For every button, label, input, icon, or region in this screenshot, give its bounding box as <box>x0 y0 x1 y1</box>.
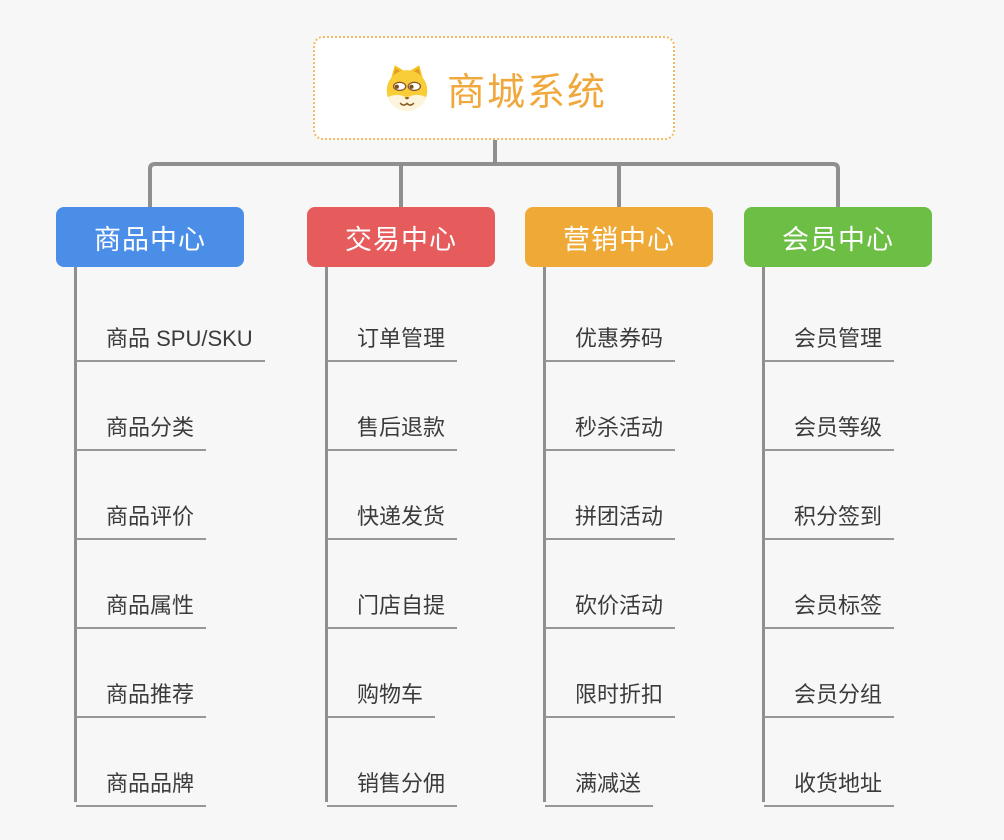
branch-marketing-center: 营销中心 优惠券码 秒杀活动 拼团活动 砍价活动 限时折扣 满减送 <box>525 207 713 807</box>
branch-children: 商品 SPU/SKU 商品分类 商品评价 商品属性 商品推荐 商品品牌 <box>74 267 265 807</box>
root-node[interactable]: 商城系统 <box>313 36 675 140</box>
mindmap-child-node[interactable]: 门店自提 <box>327 584 458 629</box>
mindmap-child-node[interactable]: 商品属性 <box>76 584 207 629</box>
mindmap-child-node[interactable]: 销售分佣 <box>327 762 458 807</box>
mindmap-child-node[interactable]: 商品 SPU/SKU <box>76 317 265 362</box>
root-title: 商城系统 <box>446 71 607 114</box>
mindmap-child-node[interactable]: 商品推荐 <box>76 673 207 718</box>
mindmap-child-node[interactable]: 积分签到 <box>764 495 895 540</box>
branch-member-center: 会员中心 会员管理 会员等级 积分签到 会员标签 会员分组 收货地址 <box>744 207 932 807</box>
mindmap-child-node[interactable]: 优惠券码 <box>545 317 676 362</box>
shiba-dog-icon <box>386 65 428 111</box>
mindmap-child-node[interactable]: 会员等级 <box>764 406 895 451</box>
branch-header-product-center[interactable]: 商品中心 <box>56 207 244 267</box>
mindmap-child-node[interactable]: 购物车 <box>327 673 436 718</box>
mindmap-child-node[interactable]: 会员分组 <box>764 673 895 718</box>
branch-header-trade-center[interactable]: 交易中心 <box>307 207 495 267</box>
mindmap-child-node[interactable]: 快递发货 <box>327 495 458 540</box>
branch-trade-center: 交易中心 订单管理 售后退款 快递发货 门店自提 购物车 销售分佣 <box>307 207 495 807</box>
mindmap-child-node[interactable]: 售后退款 <box>327 406 458 451</box>
branch-header-marketing-center[interactable]: 营销中心 <box>525 207 713 267</box>
mindmap-child-node[interactable]: 砍价活动 <box>545 584 676 629</box>
branch-children: 订单管理 售后退款 快递发货 门店自提 购物车 销售分佣 <box>325 267 458 807</box>
branch-product-center: 商品中心 商品 SPU/SKU 商品分类 商品评价 商品属性 商品推荐 商品品牌 <box>56 207 265 807</box>
mindmap-child-node[interactable]: 会员标签 <box>764 584 895 629</box>
mindmap-child-node[interactable]: 商品分类 <box>76 406 207 451</box>
mindmap-child-node[interactable]: 秒杀活动 <box>545 406 676 451</box>
mindmap-child-node[interactable]: 拼团活动 <box>545 495 676 540</box>
mindmap-child-node[interactable]: 满减送 <box>545 762 654 807</box>
branch-header-member-center[interactable]: 会员中心 <box>744 207 932 267</box>
mindmap-child-node[interactable]: 会员管理 <box>764 317 895 362</box>
branch-children: 优惠券码 秒杀活动 拼团活动 砍价活动 限时折扣 满减送 <box>543 267 676 807</box>
mindmap-child-node[interactable]: 商品品牌 <box>76 762 207 807</box>
mindmap-child-node[interactable]: 收货地址 <box>764 762 895 807</box>
branch-children: 会员管理 会员等级 积分签到 会员标签 会员分组 收货地址 <box>762 267 895 807</box>
mindmap-child-node[interactable]: 订单管理 <box>327 317 458 362</box>
mindmap-child-node[interactable]: 商品评价 <box>76 495 207 540</box>
mindmap-child-node[interactable]: 限时折扣 <box>545 673 676 718</box>
